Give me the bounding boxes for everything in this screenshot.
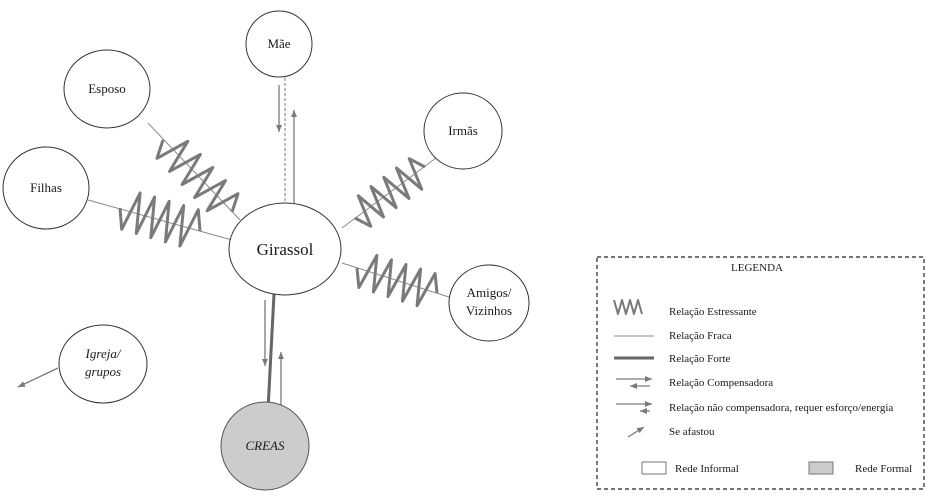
node-creas: CREAS: [220, 401, 310, 491]
legend-informal-swatch: [641, 461, 667, 475]
node-amigos-label-line2: Vizinhos: [466, 303, 512, 318]
node-filhas: Filhas: [2, 146, 90, 230]
node-igreja-label-line1: Igreja/: [85, 346, 122, 361]
node-esposo-label: Esposo: [88, 81, 126, 96]
irmas-stress-zigzag: [354, 157, 426, 228]
amigos-stress-zigzag: [355, 253, 439, 308]
node-igreja-label-line2: grupos: [85, 364, 121, 379]
legend-stress-symbol: [613, 299, 643, 315]
node-amigos-label-line1: Amigos/: [467, 285, 512, 300]
node-filhas-label: Filhas: [30, 180, 62, 195]
node-irmas-label: Irmãs: [448, 123, 478, 138]
legend-item-moved-away: Se afastou: [669, 426, 715, 438]
node-girassol-label: Girassol: [257, 240, 314, 259]
legend-item-stress: Relação Estressante: [669, 306, 757, 318]
esposo-weak-line: [147, 122, 241, 221]
node-creas-label: CREAS: [246, 438, 285, 453]
filhas-stress-zigzag: [118, 191, 202, 248]
legend-informal-label: Rede Informal: [675, 463, 739, 475]
legend-item-strong: Relação Forte: [669, 353, 731, 365]
node-mae-label: Mãe: [267, 36, 290, 51]
legend-moved-away-arrow: [627, 426, 645, 438]
legend-formal-swatch: [808, 461, 834, 475]
node-esposo: Esposo: [63, 49, 151, 129]
legend-item-noncompensating: Relação não compensadora, requer esforço…: [669, 402, 893, 414]
node-irmas: Irmãs: [423, 92, 503, 170]
creas-strong-line: [266, 293, 276, 411]
legend-border: [596, 256, 925, 490]
node-mae: Mãe: [245, 10, 313, 78]
esposo-stress-zigzag: [155, 139, 240, 213]
node-girassol: Girassol: [228, 202, 342, 296]
node-igreja-grupos: Igreja/ grupos: [58, 324, 148, 404]
igreja-moved-away-arrow: [17, 367, 59, 388]
legend: LEGENDA Relação Estressante Relação Frac…: [596, 256, 925, 490]
node-amigos-vizinhos: Amigos/ Vizinhos: [448, 264, 530, 342]
legend-title: LEGENDA: [731, 262, 783, 274]
legend-item-weak: Relação Fraca: [669, 330, 732, 342]
legend-formal-label: Rede Formal: [855, 463, 912, 475]
legend-item-compensating: Relação Compensadora: [669, 377, 773, 389]
